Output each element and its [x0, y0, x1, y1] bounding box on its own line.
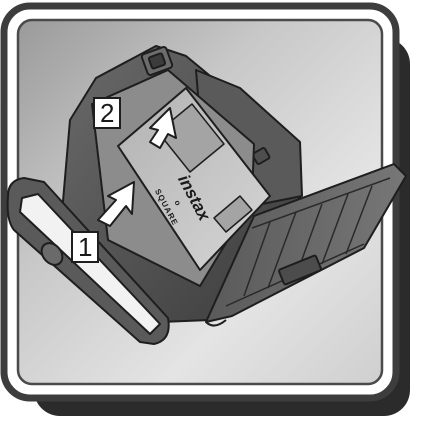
step-2-number: 2: [100, 98, 114, 128]
step-1-label: 1: [72, 232, 98, 262]
step-1-number: 1: [78, 232, 92, 262]
step-2-label: 2: [94, 98, 120, 128]
